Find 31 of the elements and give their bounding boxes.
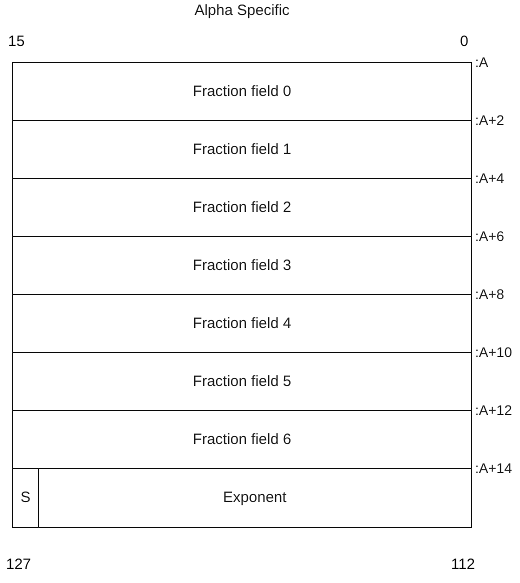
register-field: [12, 236, 472, 296]
field-label: Fraction field 0: [192, 83, 292, 100]
address-label: :A: [475, 54, 488, 70]
bit-number: 112: [451, 556, 475, 573]
field-label: Exponent: [223, 489, 286, 506]
address-label: :A+14: [475, 460, 512, 476]
address-label: :A+12: [475, 402, 512, 418]
field-label: Fraction field 3: [192, 257, 292, 274]
register-field: [12, 62, 472, 122]
field-label: Fraction field 1: [192, 141, 292, 158]
register-field: [12, 178, 472, 238]
bit-number: 0: [460, 33, 468, 50]
diagram-title: Alpha Specific: [193, 2, 291, 19]
address-label: :A+8: [475, 286, 504, 302]
register-field: [12, 294, 472, 354]
address-label: :A+4: [475, 170, 504, 186]
field-label: Fraction field 5: [192, 373, 292, 390]
bit-number: 15: [8, 33, 25, 50]
address-label: :A+10: [475, 344, 512, 360]
bit-number: 127: [6, 556, 32, 573]
field-label: Fraction field 6: [192, 431, 292, 448]
address-label: :A+6: [475, 228, 504, 244]
register-field: [12, 352, 472, 412]
field-label: Fraction field 2: [192, 199, 292, 216]
address-label: :A+2: [475, 112, 504, 128]
field-label: S: [20, 489, 30, 506]
register-field: [12, 468, 39, 528]
register-field: [38, 468, 472, 528]
register-field: [12, 120, 472, 180]
register-field: [12, 410, 472, 470]
field-label: Fraction field 4: [192, 315, 292, 332]
